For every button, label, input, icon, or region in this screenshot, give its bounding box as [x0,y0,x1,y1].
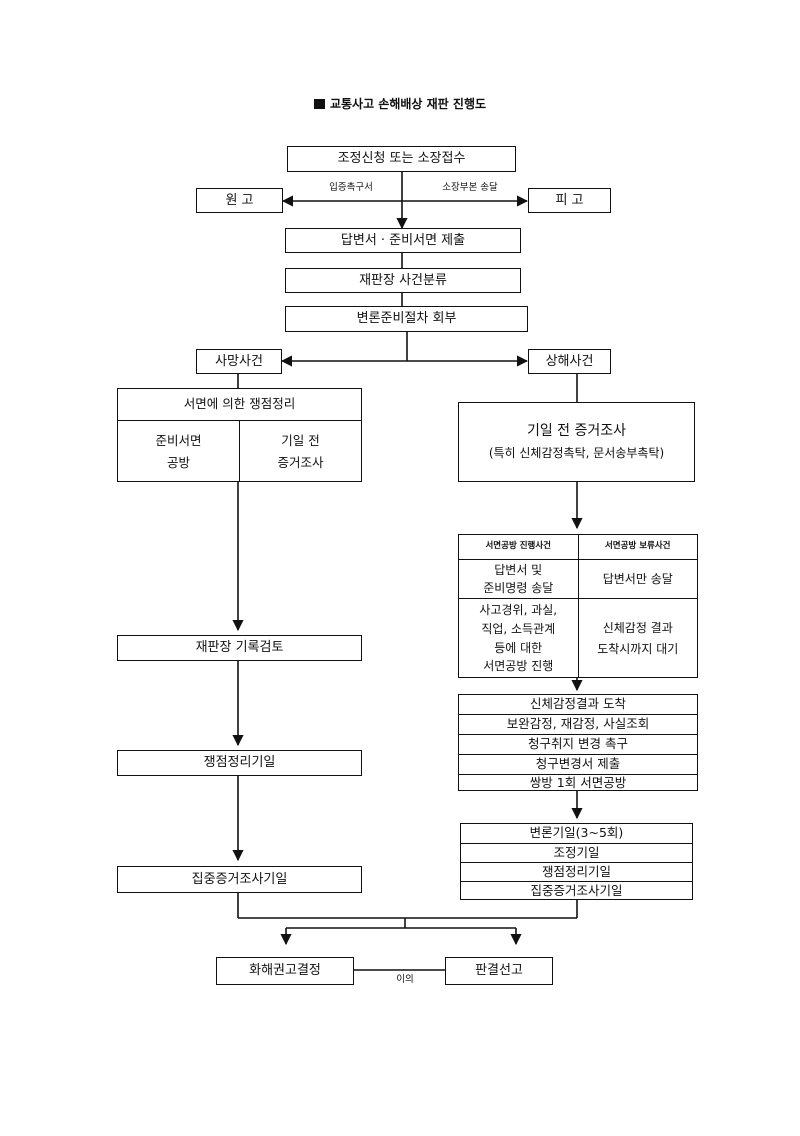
hearing-4-text: 집중증거조사기일 [530,882,623,898]
record-review-text: 재판장 기록검토 [195,640,284,656]
evidence-date-text: 집중증거조사기일 [191,871,288,887]
table-col-2: 서면공방 보류사건 [579,535,698,559]
prep-brief-cell: 준비서면 공방 [118,421,240,482]
settlement-box: 화해권고결정 [216,957,354,985]
objection-text: 이의 [396,973,414,985]
pre-evidence-cell: 기일 전 증거조사 [240,421,361,482]
injury-case-header: 상해사건 [528,349,611,374]
row1-right-text: 답변서만 송달 [602,571,673,586]
death-case-text: 사망사건 [215,353,263,369]
step-4-text: 청구변경서 제출 [535,756,621,772]
hearing-item: 쟁점정리기일 [461,863,692,882]
hearings-stack: 변론기일(3~5회) 조정기일 쟁점정리기일 집중증거조사기일 [460,823,693,900]
issue-date-text: 쟁점정리기일 [203,755,276,771]
objection-label: 이의 [385,972,425,988]
step-5-text: 쌍방 1회 서면공방 [529,775,627,791]
written-issue-cells: 준비서면 공방 기일 전 증거조사 [118,421,361,482]
table-row-2: 사고경위, 과실, 직업, 소득관계 등에 대한 서면공방 진행 신체감정 결과… [459,599,697,678]
defendant-box: 피 고 [528,188,611,213]
table-col-1: 서면공방 진행사건 [459,535,579,559]
plaintiff-text: 원 고 [225,192,254,208]
step-1-text: 신체감정결과 도착 [530,696,626,712]
written-issue-title: 서면에 의한 쟁점정리 [118,389,361,421]
hearing-2-text: 조정기일 [553,844,600,860]
label-right-text: 소장부본 송달 [442,181,498,193]
title-text: 교통사고 손해배상 재판 진행도 [329,97,487,111]
referral-box: 변론준비절차 회부 [285,306,528,332]
evidence-request-label: 입증촉구서 [310,180,392,196]
row2-left-cell: 사고경위, 과실, 직업, 소득관계 등에 대한 서면공방 진행 [459,599,579,678]
judgment-box: 판결선고 [445,957,553,985]
cell-2-text: 기일 전 증거조사 [277,433,324,470]
table-row-1: 답변서 및 준비명령 송달 답변서만 송달 [459,560,697,599]
written-issue-block: 서면에 의한 쟁점정리 준비서면 공방 기일 전 증거조사 [117,388,362,482]
step-item: 보완감정, 재감정, 사실조회 [459,715,697,735]
hearing-1-text: 변론기일(3~5회) [529,825,624,841]
step-item: 청구변경서 제출 [459,755,697,775]
row1-right-cell: 답변서만 송달 [579,560,698,598]
hearing-3-text: 쟁점정리기일 [541,863,611,879]
service-label: 소장부본 송달 [414,180,526,196]
written-debate-table: 서면공방 진행사건 서면공방 보류사건 답변서 및 준비명령 송달 답변서만 송… [458,534,698,678]
judgment-text: 판결선고 [475,963,523,979]
step-item: 청구취지 변경 촉구 [459,735,697,755]
pre-evidence-line2: (특히 신체감정촉탁, 문서송부촉탁) [488,446,665,461]
classify-text: 재판장 사건분류 [359,272,447,288]
defendant-text: 피 고 [555,192,584,208]
injury-case-text: 상해사건 [545,353,594,369]
page-title: 교통사고 손해배상 재판 진행도 [0,95,800,112]
referral-text: 변론준비절차 회부 [356,311,457,327]
col-1-text: 서면공방 진행사건 [485,541,552,552]
square-bullet-icon [313,99,325,109]
row2-right-cell: 신체감정 결과 도착시까지 대기 [579,599,698,678]
step-2-text: 보완감정, 재감정, 사실조회 [506,716,650,732]
row2-right-text: 신체감정 결과 도착시까지 대기 [597,621,679,656]
row1-left-text: 답변서 및 준비명령 송달 [483,563,554,595]
step-item: 쌍방 1회 서면공방 [459,775,697,792]
death-case-header: 사망사건 [196,349,282,374]
settlement-text: 화해권고결정 [249,963,321,979]
row2-left-text: 사고경위, 과실, 직업, 소득관계 등에 대한 서면공방 진행 [479,603,558,674]
answer-text: 답변서 · 준비서면 제출 [340,232,466,248]
steps-stack: 신체감정결과 도착 보완감정, 재감정, 사실조회 청구취지 변경 촉구 청구변… [458,694,698,791]
col-2-text: 서면공방 보류사건 [604,541,671,552]
row1-left-cell: 답변서 및 준비명령 송달 [459,560,579,598]
step-item: 신체감정결과 도착 [459,695,697,715]
answer-box: 답변서 · 준비서면 제출 [285,228,521,253]
issue-date-box: 쟁점정리기일 [117,750,362,776]
pre-evidence-box: 기일 전 증거조사 (특히 신체감정촉탁, 문서송부촉탁) [458,402,695,482]
hearing-item: 변론기일(3~5회) [461,824,692,844]
evidence-date-box: 집중증거조사기일 [117,866,362,893]
written-title-text: 서면에 의한 쟁점정리 [183,396,296,412]
classify-box: 재판장 사건분류 [285,268,521,293]
plaintiff-box: 원 고 [196,188,283,213]
step-3-text: 청구취지 변경 촉구 [528,736,628,752]
label-left-text: 입증촉구서 [329,181,373,193]
record-review-box: 재판장 기록검토 [117,635,362,661]
hearing-item: 집중증거조사기일 [461,882,692,900]
hearing-item: 조정기일 [461,844,692,863]
filing-box: 조정신청 또는 소장접수 [287,146,516,172]
cell-1-text: 준비서면 공방 [155,433,202,470]
table-header-row: 서면공방 진행사건 서면공방 보류사건 [459,535,697,560]
pre-evidence-line1: 기일 전 증거조사 [526,423,627,440]
filing-text: 조정신청 또는 소장접수 [337,151,466,167]
